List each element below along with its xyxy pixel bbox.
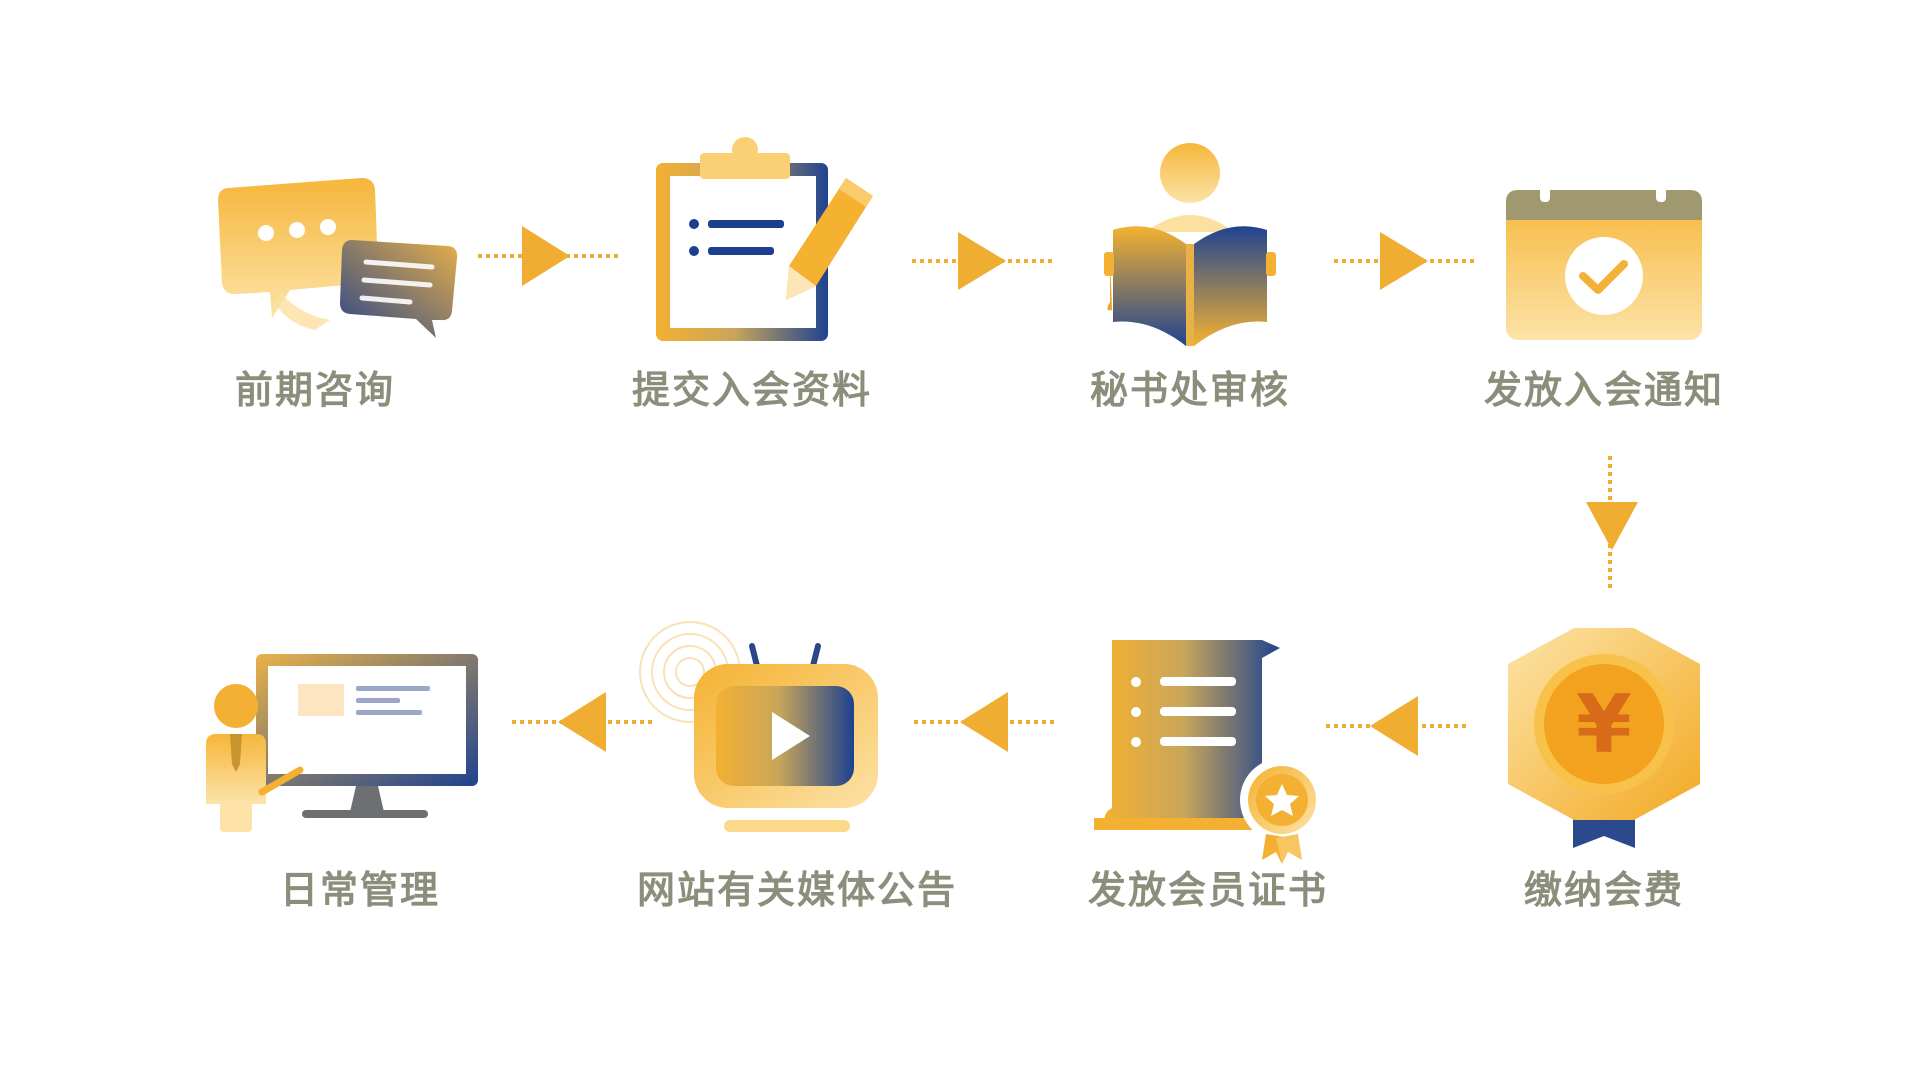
calendar-check-icon bbox=[1506, 184, 1702, 340]
step-fee: ¥ 缴纳会费 bbox=[1508, 628, 1700, 912]
arrow-consult-to-submit bbox=[478, 226, 618, 286]
arrow-certificate-to-announce bbox=[914, 692, 1058, 752]
step-manage: 日常管理 bbox=[206, 654, 478, 912]
step-label-announce: 网站有关媒体公告 bbox=[637, 868, 957, 912]
arrow-review-to-notice bbox=[1334, 232, 1478, 290]
arrow-fee-to-certificate bbox=[1326, 696, 1468, 756]
arrow-announce-to-manage bbox=[512, 692, 656, 752]
step-label-notice: 发放入会通知 bbox=[1484, 368, 1724, 412]
step-certificate: 发放会员证书 bbox=[1088, 640, 1328, 912]
arrow-notice-to-fee bbox=[1586, 456, 1638, 588]
step-label-review: 秘书处审核 bbox=[1090, 368, 1290, 412]
person-reading-book-icon bbox=[1104, 143, 1276, 346]
step-consult: 前期咨询 bbox=[218, 178, 458, 412]
presenter-monitor-icon bbox=[206, 654, 478, 832]
certificate-scroll-icon bbox=[1094, 640, 1324, 864]
step-notice: 发放入会通知 bbox=[1484, 184, 1724, 412]
step-label-manage: 日常管理 bbox=[280, 868, 440, 912]
step-label-consult: 前期咨询 bbox=[235, 368, 395, 412]
connectors bbox=[478, 226, 1638, 756]
step-announce: 网站有关媒体公告 bbox=[637, 621, 957, 912]
clipboard-pencil-icon bbox=[656, 137, 873, 341]
step-label-certificate: 发放会员证书 bbox=[1088, 868, 1328, 912]
tv-play-icon bbox=[639, 621, 878, 832]
step-label-submit: 提交入会资料 bbox=[632, 368, 872, 412]
yuan-coin-badge-icon: ¥ bbox=[1508, 628, 1700, 848]
chat-bubbles-icon bbox=[218, 178, 458, 338]
arrow-submit-to-review bbox=[912, 232, 1056, 290]
yuan-symbol: ¥ bbox=[1576, 678, 1632, 771]
step-submit: 提交入会资料 bbox=[632, 137, 873, 412]
step-label-fee: 缴纳会费 bbox=[1524, 868, 1684, 912]
step-review: 秘书处审核 bbox=[1090, 143, 1290, 412]
